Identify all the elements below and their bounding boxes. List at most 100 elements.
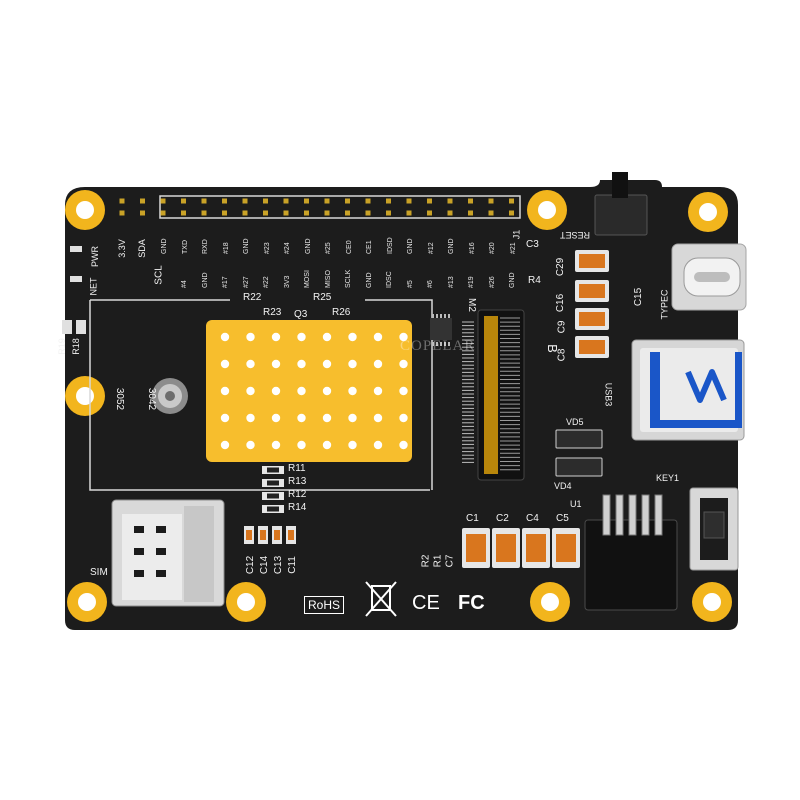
- gpio-pin-label: GND: [201, 272, 209, 288]
- gpio-pin-label: #5: [406, 280, 414, 288]
- label-r12: R12: [288, 489, 307, 500]
- cap-c16: [575, 280, 609, 302]
- gpio-pin-label: GND: [304, 238, 312, 254]
- heatsink-vent: [322, 359, 332, 369]
- label-c2: C2: [496, 513, 509, 524]
- sim-card-slot[interactable]: [111, 499, 225, 607]
- label-m2: M2: [465, 298, 477, 312]
- heatsink-vent: [297, 359, 306, 369]
- gpio-pin-label: IDSD: [386, 237, 394, 254]
- gpio-pin-label: #27: [242, 276, 250, 288]
- small-caps: [244, 526, 296, 544]
- gpio-pin-label: CE0: [345, 240, 353, 254]
- weee-bin-icon: [365, 581, 397, 617]
- heatsink-vent: [348, 386, 357, 396]
- heatsink-vent: [297, 413, 306, 423]
- gpio-pin-label: SCLK: [345, 269, 352, 288]
- gpio-pin: [263, 198, 268, 204]
- diode-vd4: [555, 457, 603, 477]
- gpio-header: [119, 198, 514, 216]
- cap-c2: [492, 528, 520, 568]
- label-c16: C16: [555, 293, 567, 313]
- usb-typec-connector[interactable]: [671, 243, 747, 311]
- reset-switch-knob[interactable]: [612, 172, 628, 198]
- gpio-pin: [140, 210, 145, 216]
- gpio-pin: [509, 198, 514, 204]
- gpio-pin: [181, 210, 186, 216]
- diode-vd5: [555, 429, 603, 449]
- gpio-pin-label: #20: [489, 242, 496, 254]
- gpio-pin-label: MOSI: [304, 270, 311, 288]
- mounting-hole-br: [692, 582, 732, 622]
- label-r1: R1: [432, 554, 444, 568]
- heatsink-vent: [399, 386, 408, 396]
- heatsink-vent: [322, 440, 332, 450]
- gpio-pin: [324, 210, 330, 216]
- label-mount-b: 3052: [114, 387, 126, 411]
- heatsink-vent: [271, 386, 281, 396]
- label-reset: RESET: [560, 230, 591, 240]
- gpio-pin: [406, 210, 412, 216]
- gpio-pin: [345, 198, 350, 204]
- gpio-pin: [488, 210, 494, 216]
- gpio-pin: [365, 210, 371, 216]
- label-r26: R26: [332, 307, 351, 318]
- heatsink-vent: [322, 413, 332, 423]
- mounting-hole-br-left: [530, 582, 570, 622]
- m2-standoff: [152, 378, 188, 414]
- gpio-pin-label: #18: [222, 242, 230, 254]
- label-key1: KEY1: [656, 473, 680, 483]
- pwr-led: [70, 246, 82, 252]
- heatsink-vent: [373, 440, 383, 450]
- label-c11: C11: [286, 556, 298, 574]
- label-r4: R4: [528, 275, 541, 286]
- gpio-pin: [365, 198, 371, 204]
- reset-switch[interactable]: [594, 194, 648, 236]
- gpio-pin-label: GND: [448, 238, 455, 254]
- heatsink-vent: [246, 413, 255, 423]
- gpio-pin-label: GND: [407, 238, 414, 254]
- gpio-pin-label: #26: [488, 276, 496, 288]
- label-r14: R14: [288, 502, 307, 513]
- gpio-pin: [283, 198, 289, 204]
- gpio-pin: [201, 210, 207, 216]
- label-c5: C5: [556, 513, 569, 524]
- label-c3: C3: [526, 239, 539, 250]
- heatsink-vent: [246, 386, 255, 396]
- cap-c1: [462, 528, 490, 568]
- label-sda: SDA: [136, 239, 147, 258]
- gpio-pin: [447, 210, 453, 216]
- gpio-pin: [283, 210, 289, 216]
- net-led: [70, 276, 82, 282]
- gpio-pin: [386, 198, 391, 204]
- gpio-pin-label: GND: [365, 272, 373, 288]
- resistor-block: [262, 466, 284, 513]
- usb3-connector[interactable]: [631, 339, 745, 441]
- gpio-pin-label: #24: [284, 242, 291, 254]
- heatsink-vent: [297, 440, 306, 450]
- gpio-pin-label: #4: [181, 280, 188, 288]
- mounting-hole-tr: [688, 192, 728, 232]
- heatsink-vent: [297, 386, 306, 396]
- label-r19: R19: [56, 338, 67, 355]
- cap-c9: [575, 308, 609, 330]
- watermark: COPELAR: [400, 338, 476, 354]
- label-r22: R22: [243, 292, 262, 303]
- gpio-pin-label: TXD: [181, 240, 189, 254]
- heatsink-vent: [271, 332, 281, 342]
- heatsink-vent: [373, 386, 383, 396]
- fc-logo: FC: [458, 592, 485, 614]
- label-c12: C12: [245, 555, 257, 575]
- heatsink-vent: [373, 413, 383, 423]
- gpio-pin: [509, 210, 514, 216]
- label-pwr: PWR: [90, 246, 100, 267]
- gpio-pin-label: #13: [447, 276, 455, 288]
- gpio-pin-label: IDSC: [386, 271, 393, 288]
- label-scl: SCL: [153, 265, 165, 285]
- heatsink-vent: [399, 413, 408, 423]
- usb3-blue-tongue: [650, 352, 742, 428]
- key1-switch[interactable]: [689, 487, 739, 571]
- label-c8: C8: [556, 348, 568, 362]
- gpio-pin: [345, 210, 350, 216]
- m2-slot[interactable]: [477, 309, 525, 481]
